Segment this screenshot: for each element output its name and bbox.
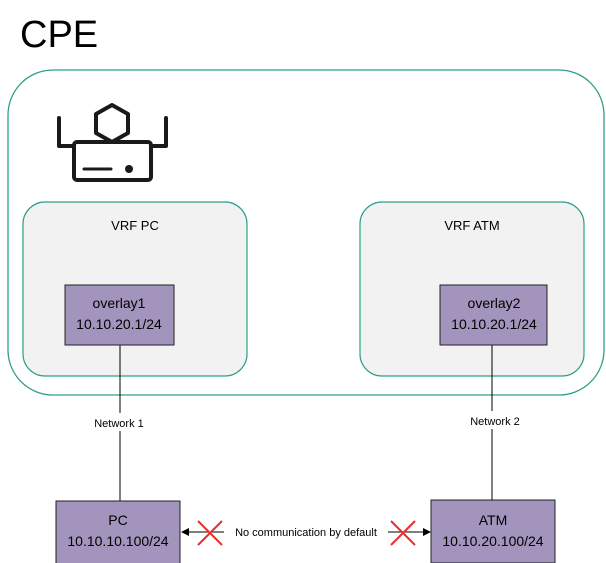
- blocked-x-icon: [390, 520, 416, 546]
- overlay1-node: [64, 284, 175, 346]
- overlay2-node: [439, 284, 548, 346]
- router-shield-icon: [57, 103, 168, 182]
- blocked-x-icon: [197, 520, 223, 546]
- vrf-atm-label: VRF ATM: [444, 218, 499, 233]
- overlay1-ip: 10.10.20.1/24: [76, 316, 162, 332]
- link-label-bg: [224, 524, 388, 540]
- atm-ip: 10.10.20.100/24: [442, 533, 543, 549]
- network1-label-bg: [86, 413, 152, 431]
- arrow-right-icon: [423, 528, 431, 536]
- atm-name: ATM: [479, 512, 508, 528]
- pc-node: [55, 500, 181, 563]
- vrf-pc-label: VRF PC: [111, 218, 159, 233]
- pc-name: PC: [108, 512, 127, 528]
- pc-ip: 10.10.10.100/24: [67, 533, 168, 549]
- overlay1-name: overlay1: [93, 295, 146, 311]
- network2-label: Network 2: [470, 416, 520, 428]
- page-title: CPE: [20, 14, 98, 56]
- atm-node: [430, 499, 556, 563]
- overlay2-ip: 10.10.20.1/24: [451, 316, 537, 332]
- network2-label-bg: [464, 411, 526, 429]
- arrow-left-icon: [181, 528, 189, 536]
- link-label: No communication by default: [235, 527, 377, 539]
- overlay2-name: overlay2: [468, 295, 521, 311]
- network1-label: Network 1: [94, 418, 144, 430]
